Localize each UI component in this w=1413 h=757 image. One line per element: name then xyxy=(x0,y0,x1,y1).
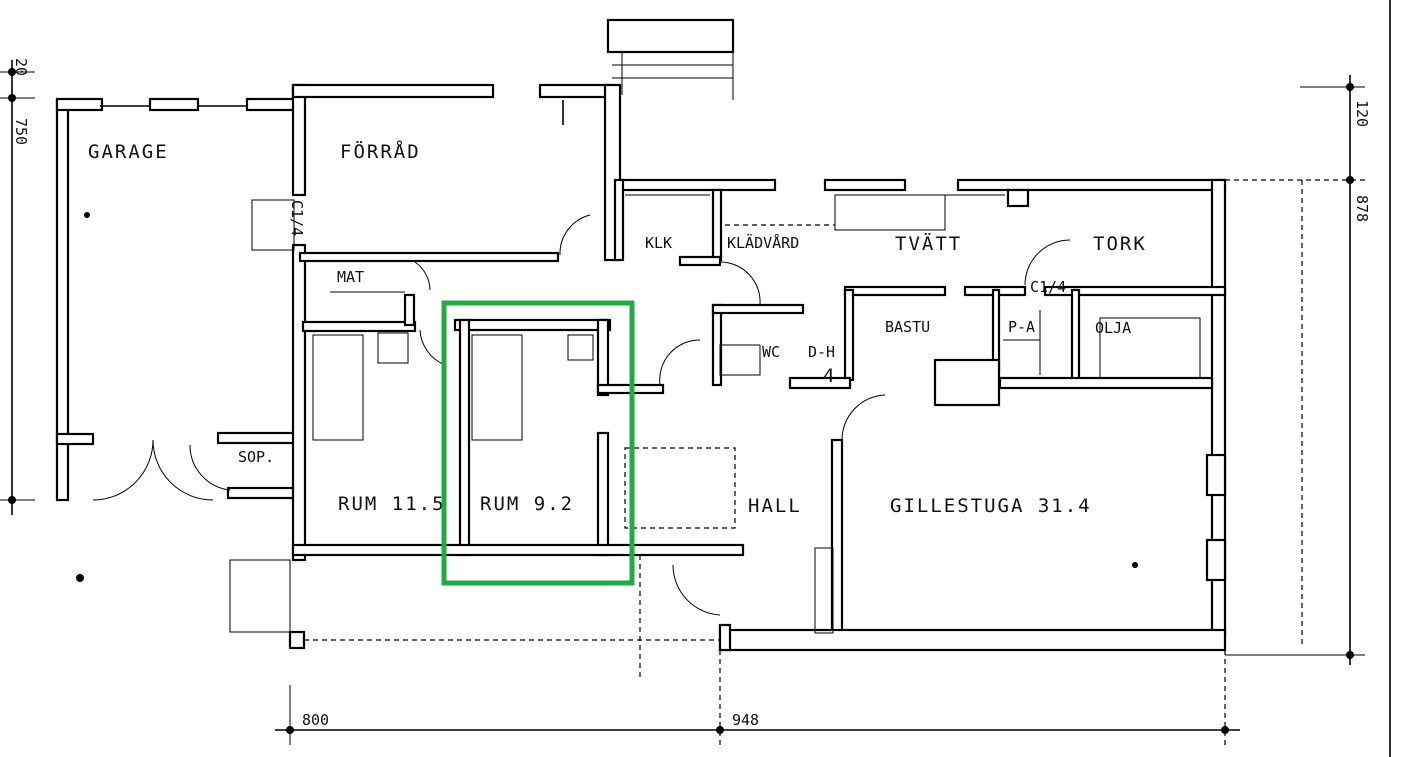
label-gillestuga: GILLESTUGA 31.4 xyxy=(890,495,1092,517)
label-hall: HALL xyxy=(748,495,802,517)
floor-drain-icon xyxy=(84,212,90,218)
label-dh: D-H xyxy=(808,343,835,361)
label-rum-9-2: RUM 9.2 xyxy=(480,493,574,515)
entrance-steps xyxy=(606,18,735,100)
dim-right-main: 878 xyxy=(1353,195,1371,222)
label-sop: SOP. xyxy=(238,448,274,466)
label-klk: KLK xyxy=(645,234,672,252)
label-tork: TORK xyxy=(1093,233,1147,255)
label-garage: GARAGE xyxy=(88,141,169,163)
label-rum-11-5: RUM 11.5 xyxy=(338,493,446,515)
annotation-c14: C1/4 xyxy=(1030,278,1066,296)
label-tvatt: TVÄTT xyxy=(895,232,962,255)
doors xyxy=(92,214,1071,616)
label-olja: OLJA xyxy=(1095,319,1131,337)
room-labels: GARAGE FÖRRÅD MAT KLK KLÄDVÅRD TVÄTT TOR… xyxy=(88,140,1147,517)
dim-left-main: 750 xyxy=(12,118,30,145)
label-mat: MAT xyxy=(337,268,364,286)
dim-left-top: 20 xyxy=(12,58,30,76)
dim-bottom-right: 948 xyxy=(732,711,759,729)
label-pa: P-A xyxy=(1008,318,1035,336)
marker-dot xyxy=(76,574,84,582)
walls xyxy=(55,83,1227,680)
dim-bottom-left: 800 xyxy=(302,711,329,729)
annotation-c14-garage: C1/4 xyxy=(288,200,306,236)
dimensions: 20 750 120 878 800 948 xyxy=(0,58,1371,745)
stair-number: 4 xyxy=(823,365,836,387)
label-wc: WC xyxy=(762,343,780,361)
marker-dot xyxy=(1132,562,1138,568)
dim-right-top: 120 xyxy=(1353,100,1371,127)
highlight-rum-9-2 xyxy=(441,300,635,586)
label-bastu: BASTU xyxy=(885,318,930,336)
label-kladvard: KLÄDVÅRD xyxy=(727,233,799,252)
label-forrad: FÖRRÅD xyxy=(340,140,421,163)
